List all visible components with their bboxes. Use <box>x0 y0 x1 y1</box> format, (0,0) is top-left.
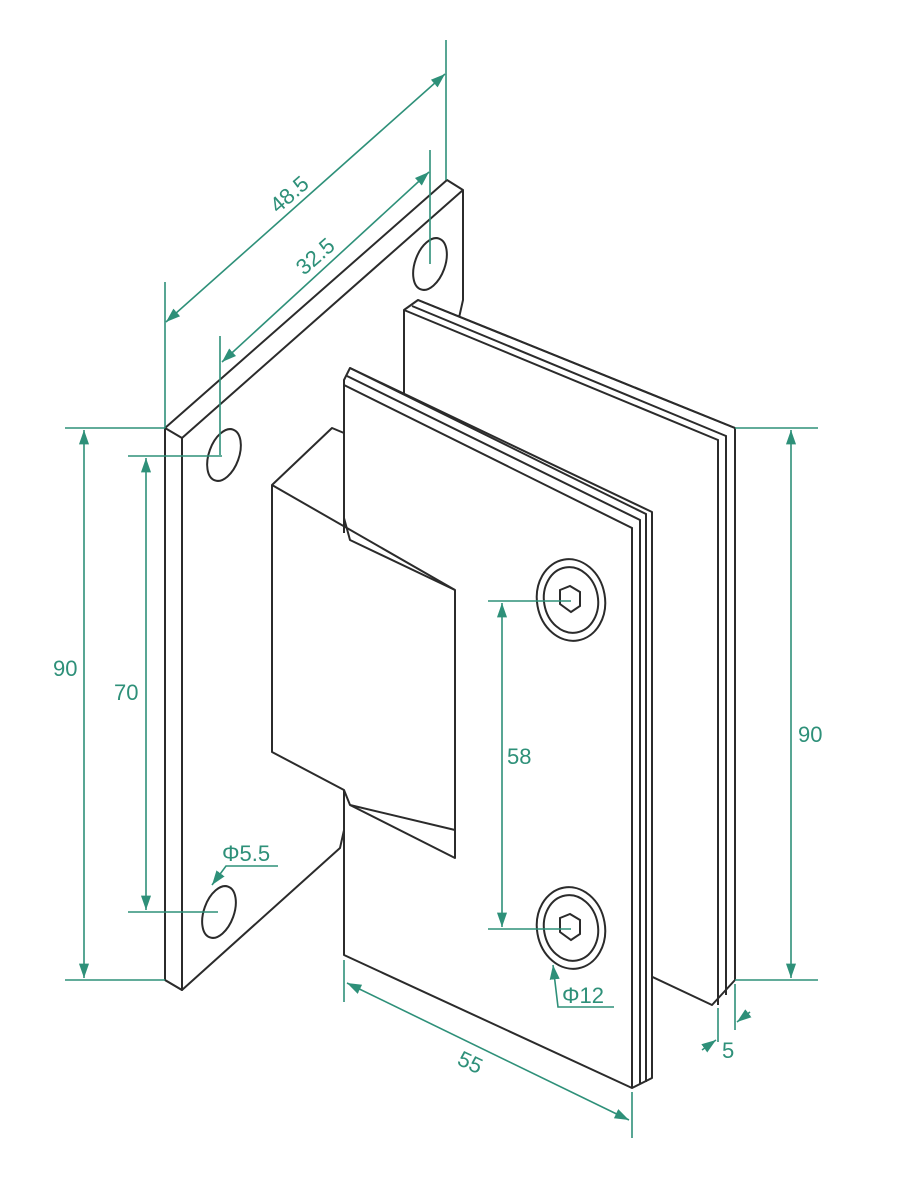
dim-phi-12: Φ12 <box>562 983 604 1008</box>
dim-70: 70 <box>114 680 138 705</box>
screw <box>535 886 607 970</box>
dim-90-left: 90 <box>53 656 77 681</box>
dimension-lines <box>65 40 818 1138</box>
dim-phi-5-5: Φ5.5 <box>222 841 270 866</box>
dim-58: 58 <box>507 744 531 769</box>
screw <box>535 558 607 642</box>
dim-5: 5 <box>722 1038 734 1063</box>
dim-90-right: 90 <box>798 722 822 747</box>
hex-socket-icon <box>559 912 581 942</box>
hex-socket-icon <box>559 584 581 614</box>
dim-55: 55 <box>454 1046 487 1079</box>
dim-32-5: 32.5 <box>291 233 340 280</box>
hinge-block <box>271 427 456 859</box>
dim-48-5: 48.5 <box>265 171 314 218</box>
